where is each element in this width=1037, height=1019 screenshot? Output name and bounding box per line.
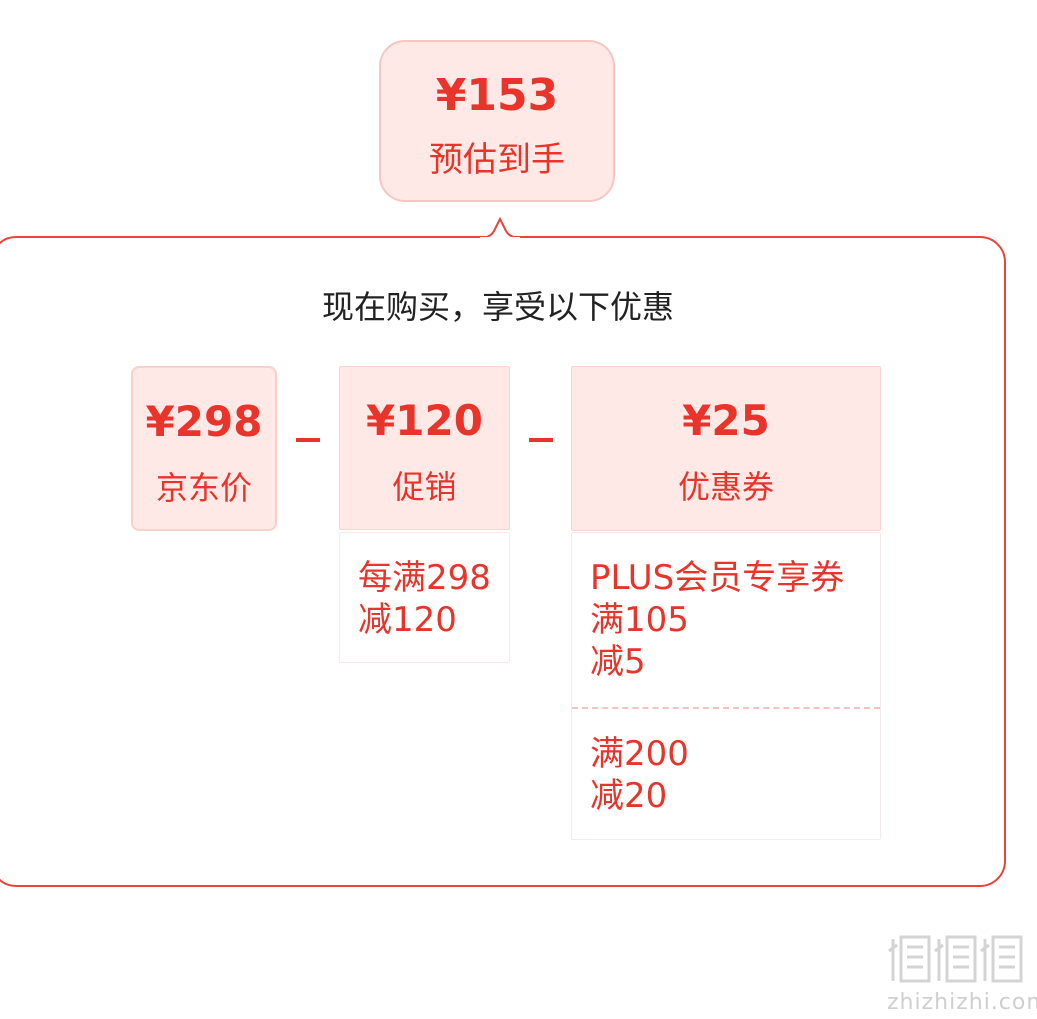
coupon-amount: ¥25	[682, 396, 770, 445]
coupon-divider	[572, 707, 880, 709]
promotion-detail: 每满298 减120	[339, 532, 510, 663]
estimated-price-label: 预估到手	[429, 140, 565, 180]
watermark: zhizhizhi.com	[887, 931, 1037, 1015]
coupon-rule-line: 满200	[590, 734, 689, 774]
coupon-label: 优惠券	[677, 468, 774, 506]
estimated-price: ¥153	[435, 70, 559, 121]
minus-operator	[296, 438, 320, 442]
promotion-box: ¥120 促销	[339, 366, 510, 530]
promotion-label: 促销	[392, 468, 457, 506]
coupon-item: 满200 减20	[590, 733, 880, 817]
coupon-item: PLUS会员专享券 满105 减5	[590, 557, 880, 683]
promotion-rule-line: 减120	[358, 600, 457, 640]
jd-price-box: ¥298 京东价	[131, 366, 277, 531]
estimated-price-card: ¥153 预估到手	[379, 40, 615, 202]
watermark-logo-icon	[888, 935, 1023, 983]
jd-price: ¥298	[145, 397, 263, 446]
coupon-rule-line: 满105	[590, 600, 689, 640]
coupon-title: PLUS会员专享券	[590, 558, 845, 598]
callout-pointer	[480, 216, 520, 239]
minus-operator	[529, 438, 553, 442]
coupon-detail: PLUS会员专享券 满105 减5 满200 减20	[571, 532, 881, 840]
promotion-rule-line: 每满298	[358, 558, 491, 598]
watermark-text: zhizhizhi.com	[887, 990, 1037, 1015]
coupon-rule-line: 减20	[590, 776, 668, 816]
jd-price-label: 京东价	[155, 469, 252, 507]
panel-title: 现在购买，享受以下优惠	[321, 288, 674, 326]
coupon-box: ¥25 优惠券	[571, 366, 881, 531]
coupon-rule-line: 减5	[590, 642, 646, 682]
promotion-amount: ¥120	[366, 396, 483, 445]
